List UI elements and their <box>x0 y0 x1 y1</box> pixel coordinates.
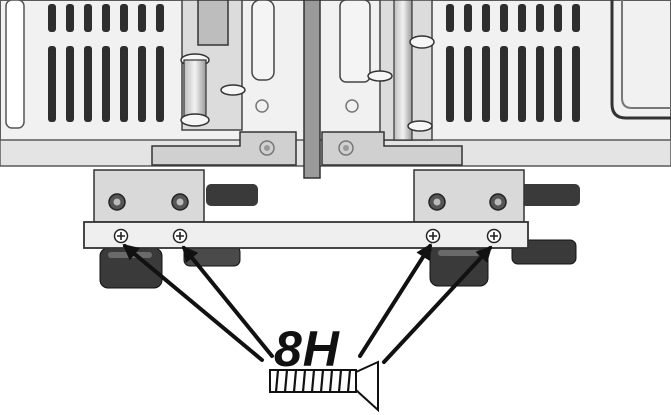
arrow-icon <box>122 243 264 362</box>
arrow-icon <box>382 245 493 364</box>
mounting-plate <box>83 221 529 249</box>
left-hinge-assembly <box>151 0 297 166</box>
plate-screw-hole <box>113 228 129 244</box>
right-hinge-assembly <box>321 0 463 166</box>
flat-head-screw-icon <box>269 360 379 413</box>
left-cabinet <box>0 0 319 167</box>
screw-callout-label: 8H <box>274 321 340 377</box>
callout-arrows <box>122 243 493 364</box>
plate-screw-hole <box>425 228 441 244</box>
front-casters <box>99 245 489 289</box>
arrow-icon <box>181 245 274 358</box>
arrow-icon <box>358 243 432 358</box>
right-vent-slots <box>446 4 580 122</box>
cabinet-seam <box>303 0 321 179</box>
plate-screw-hole <box>486 228 502 244</box>
plate-screw-hole <box>172 228 188 244</box>
left-mounting-bracket <box>93 169 205 223</box>
left-vent-slots <box>5 0 164 129</box>
right-mounting-bracket <box>413 169 525 223</box>
rear-casters <box>206 184 580 265</box>
right-cabinet <box>317 0 671 167</box>
